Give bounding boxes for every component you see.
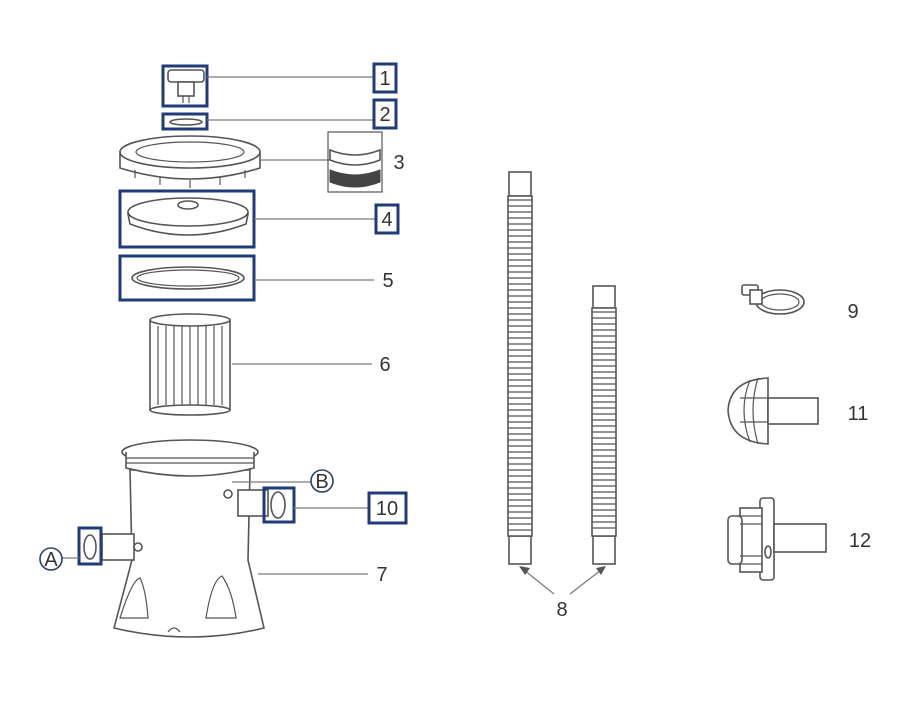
label-2: 2 xyxy=(379,104,390,126)
part-1-air-valve xyxy=(161,64,374,108)
part-11-connector: 11 xyxy=(727,377,869,445)
label-3: 3 xyxy=(393,152,404,174)
label-box-2: 2 xyxy=(372,98,398,130)
label-10: 10 xyxy=(376,498,398,520)
label-6: 6 xyxy=(379,354,390,376)
label-8: 8 xyxy=(556,599,567,621)
label-a: A xyxy=(44,549,58,571)
label-4: 4 xyxy=(381,209,392,231)
part-8-pointer: 8 xyxy=(519,566,606,621)
label-12: 12 xyxy=(849,530,871,552)
part-4-cover xyxy=(118,189,376,249)
label-9: 9 xyxy=(847,301,858,323)
part-3-lock-ring xyxy=(119,135,330,188)
part-3-detail-inset: 3 xyxy=(327,131,405,193)
part-7-pump-housing: 7 xyxy=(113,439,388,638)
connection-a: A xyxy=(39,526,143,571)
label-box-1: 1 xyxy=(372,62,398,94)
part-8-hose-short xyxy=(591,285,617,565)
label-box-10: 10 xyxy=(367,491,408,525)
part-8-hose-long xyxy=(507,171,533,565)
label-5: 5 xyxy=(382,270,393,292)
part-5-o-ring: 5 xyxy=(118,254,394,302)
label-box-4: 4 xyxy=(374,203,400,235)
part-2-o-ring xyxy=(161,112,374,131)
label-1: 1 xyxy=(379,68,390,90)
label-7: 7 xyxy=(376,564,387,586)
connection-b: B xyxy=(223,469,369,524)
part-6-cartridge: 6 xyxy=(149,313,391,416)
part-12-strainer-connector: 12 xyxy=(727,497,871,581)
part-9-hose-clamp: 9 xyxy=(741,284,859,323)
label-b: B xyxy=(315,471,328,493)
label-11: 11 xyxy=(848,403,869,425)
